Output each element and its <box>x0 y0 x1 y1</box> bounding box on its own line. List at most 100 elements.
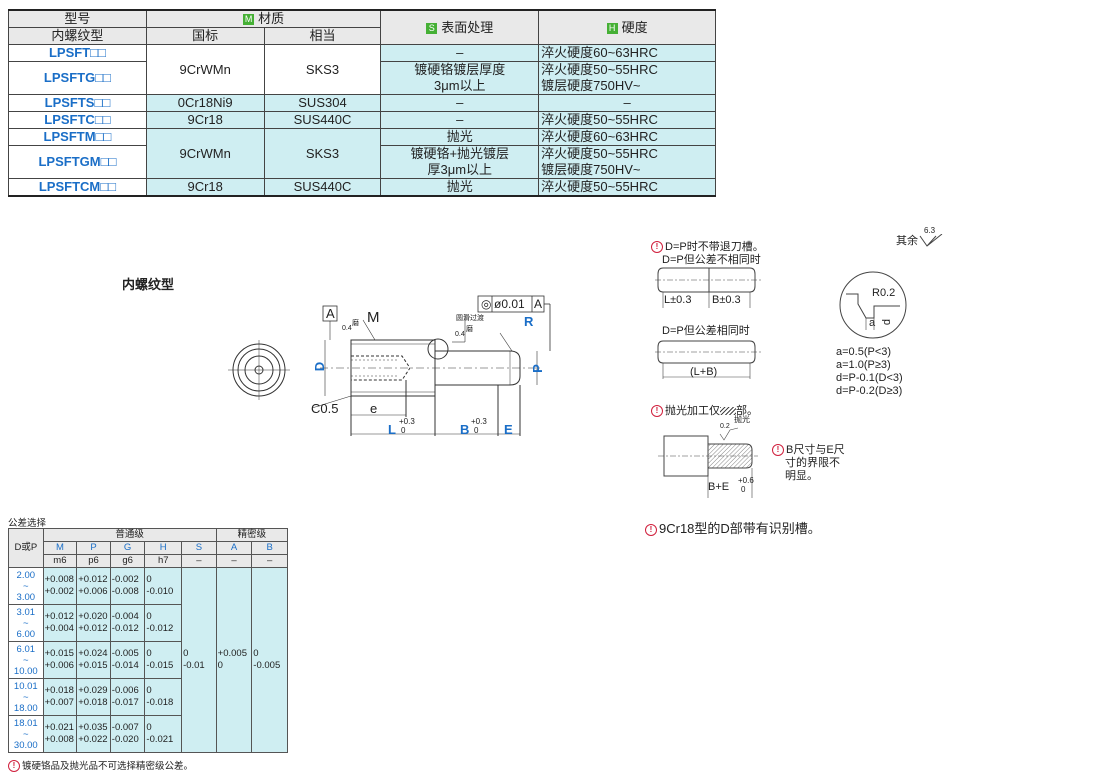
tol-cell-p: +0.029+0.018 <box>76 678 111 716</box>
material-badge: M <box>243 14 255 26</box>
tol-cell-h: 0-0.021 <box>144 715 183 753</box>
tol-cell-h: 0-0.012 <box>144 604 183 642</box>
hardness-cell: 淬火硬度50~55HRC <box>538 111 716 129</box>
b-pm03: B±0.3 <box>712 294 741 306</box>
l-pm03: L±0.3 <box>664 294 692 306</box>
model-link[interactable]: LPSFTG□□ <box>8 61 147 95</box>
tol-cell-g: -0.007-0.020 <box>109 715 146 753</box>
l-label: L <box>388 422 396 437</box>
sub-s: – <box>181 554 217 568</box>
groove-detail <box>839 271 907 339</box>
sub-a: – <box>215 554 253 568</box>
b-tol-low: 0 <box>474 426 479 435</box>
model-link[interactable]: LPSFTGM□□ <box>8 145 147 179</box>
tol-cell-g: -0.004-0.012 <box>109 604 146 642</box>
tol-cell-g: -0.005-0.014 <box>109 641 146 679</box>
tol-cell-m: +0.018+0.007 <box>42 678 78 716</box>
tol-cell-h: 0-0.010 <box>144 567 183 605</box>
formula-list: a=0.5(P<3) a=1.0(P≥3) d=P-0.1(D<3) d=P-0… <box>836 346 903 397</box>
tol-cell-s: 0-0.01 <box>181 567 217 753</box>
tolerance-table: D或P 普通级 精密级 M P G H S A B m6 p6 g6 h7 – … <box>8 528 289 753</box>
warning-icon: ! <box>645 523 657 536</box>
e-label: e <box>370 401 378 416</box>
header-mat-std: 国标 <box>145 27 265 45</box>
pin-drawing <box>228 295 551 436</box>
d-label: D <box>312 361 328 372</box>
col-p: P <box>76 541 111 555</box>
model-link[interactable]: LPSFTC□□ <box>8 111 147 129</box>
mat-std-cell: 9CrWMn <box>145 44 265 95</box>
hardness-cell: 淬火硬度60~63HRC <box>538 128 716 146</box>
tol-cell-p: +0.012+0.006 <box>76 567 111 605</box>
roughness-icon <box>919 234 943 247</box>
round-transition-label: 圆滑过渡 <box>456 315 484 322</box>
hardness-cell: 淬火硬度60~63HRC <box>538 44 716 62</box>
sub-b: – <box>251 554 288 568</box>
note-d-eq-p: !D=P时不带退刀槽。 <box>651 238 764 254</box>
tol-cell-g: -0.002-0.008 <box>109 567 146 605</box>
r-label: R <box>524 314 534 329</box>
warning-icon: ! <box>8 760 20 773</box>
tol-cell-b: 0-0.005 <box>251 567 288 753</box>
mat-eq-cell: SUS440C <box>263 178 382 197</box>
surface-badge: S <box>426 22 438 34</box>
model-link[interactable]: LPSFT□□ <box>8 44 147 62</box>
roughness-grind-b: 磨 <box>466 326 473 333</box>
model-link[interactable]: LPSFTCM□□ <box>8 178 147 197</box>
tol-cell-h: 0-0.015 <box>144 641 183 679</box>
header-precise: 精密级 <box>215 528 289 542</box>
col-h: H <box>144 541 183 555</box>
mat-eq-cell: SKS3 <box>263 44 382 95</box>
col-b: B <box>251 541 288 555</box>
pin-sketch-2 <box>655 340 761 379</box>
header-dp: D或P <box>8 528 44 568</box>
warning-icon: ! <box>651 241 663 254</box>
mat-std-cell: 9Cr18 <box>145 178 265 197</box>
e-dim-label: E <box>504 422 513 437</box>
col-m: M <box>42 541 78 555</box>
d-small-label: d <box>881 318 894 326</box>
table-row: LPSFT□□ 9CrWMn SKS3 – 淬火硬度60~63HRC <box>8 44 716 95</box>
model-link[interactable]: LPSFTS□□ <box>8 94 147 112</box>
polish-roughness: 0.2 <box>720 423 730 430</box>
model-link[interactable]: LPSFTM□□ <box>8 128 147 146</box>
surface-cell: – <box>380 111 540 129</box>
mat-eq-cell: SUS304 <box>263 94 382 112</box>
l-tol-up: +0.3 <box>399 417 415 426</box>
tol-cell-m: +0.015+0.006 <box>42 641 78 679</box>
note-tol-same: D=P但公差相同时 <box>662 325 750 337</box>
tol-cell-p: +0.035+0.022 <box>76 715 111 753</box>
table-row: 6.01~10.00+0.015+0.006+0.024+0.015-0.005… <box>8 641 288 679</box>
c05-label: C0.5 <box>311 401 339 416</box>
tol-cell-p: +0.024+0.015 <box>76 641 111 679</box>
dp-range: 2.00~3.00 <box>8 567 44 605</box>
concentricity-icon: ◎ <box>481 297 492 311</box>
table-row: 3.01~6.00+0.012+0.004+0.020+0.012-0.004-… <box>8 604 288 642</box>
sub-h7: h7 <box>144 554 183 568</box>
table-row: LPSFTCM□□ 9Cr18 SUS440C 抛光 淬火硬度50~55HRC <box>8 178 716 197</box>
hardness-badge: H <box>606 22 618 34</box>
tol-cell-h: 0-0.018 <box>144 678 183 716</box>
l-plus-b: (L+B) <box>690 366 718 378</box>
tolerance-body: 2.00~3.00+0.008+0.002+0.012+0.006-0.002-… <box>8 567 288 753</box>
tolerance-title: 公差选择 <box>8 518 47 529</box>
mat-eq-cell: SKS3 <box>263 128 382 179</box>
sub-p6: p6 <box>76 554 111 568</box>
mat-std-cell: 9CrWMn <box>145 128 265 179</box>
surface-cell: – <box>380 94 540 112</box>
tolerance-footnote: !镀硬铬品及抛光品不可选择精密级公差。 <box>8 758 193 773</box>
note-tol-diff: D=P但公差不相同时 <box>662 254 761 266</box>
header-normal: 普通级 <box>42 528 217 542</box>
warning-icon: ! <box>772 444 784 457</box>
table-row: LPSFTM□□ 9CrWMn SKS3 抛光 淬火硬度60~63HRC <box>8 128 716 179</box>
mat-std-cell: 0Cr18Ni9 <box>145 94 265 112</box>
table-row: 2.00~3.00+0.008+0.002+0.012+0.006-0.002-… <box>8 567 288 753</box>
b-plus-e: B+E <box>708 481 730 493</box>
datum-label: A <box>326 306 335 321</box>
surface-cell: – <box>380 44 540 62</box>
